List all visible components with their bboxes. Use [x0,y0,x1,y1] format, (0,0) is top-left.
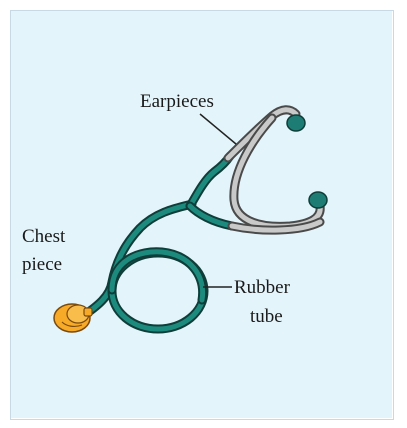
rubber-tube-label-line1: Rubber [234,277,291,298]
ear-tip-upper [287,115,305,131]
ear-tip-lower [309,192,327,208]
chest-piece-label-line2: piece [22,254,62,275]
chest-piece-label-line1: Chest [22,226,66,247]
rubber-tube-label-line2: tube [250,306,283,327]
earpieces-label: Earpieces [140,91,214,112]
